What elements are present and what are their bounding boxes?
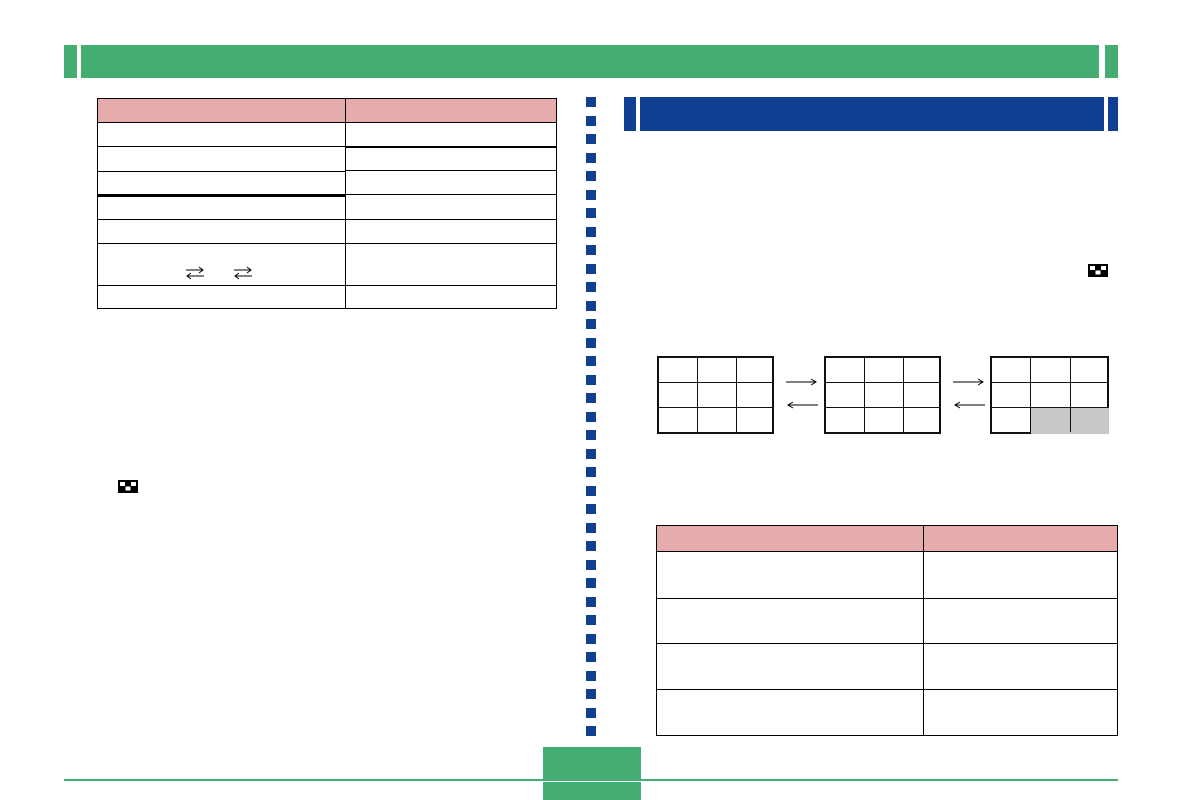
divider-dot <box>586 208 596 218</box>
left-table <box>97 98 557 309</box>
divider-dot <box>586 596 596 607</box>
divider-dot <box>586 578 596 588</box>
divider-dot <box>586 134 596 144</box>
left-table-row-divider <box>98 194 556 195</box>
divider-dot <box>586 633 596 644</box>
arrow-right-icon <box>786 378 817 386</box>
divider-dot <box>586 559 596 570</box>
divider-dot <box>586 541 596 551</box>
page-number-tab <box>543 747 641 800</box>
left-table-row-divider <box>98 195 345 197</box>
page-tab-upper <box>543 747 641 779</box>
right-table-header <box>657 526 1117 552</box>
swap-arrows-icon <box>186 266 204 280</box>
divider-dot <box>586 282 596 292</box>
divider-dot <box>586 337 596 348</box>
left-table-row-divider <box>98 219 556 220</box>
right-table-row-divider <box>657 643 1117 644</box>
header-bar-main <box>81 45 1099 78</box>
arrow-right-icon <box>953 378 984 386</box>
arrow-left-icon <box>954 401 985 409</box>
divider-dot <box>586 393 596 403</box>
header-bar-right-cap <box>1105 45 1118 78</box>
divider-dot <box>586 504 596 514</box>
grid-line <box>992 382 1107 383</box>
divider-dot <box>586 263 596 274</box>
left-table-header <box>98 99 556 123</box>
divider-dot <box>586 300 596 311</box>
left-table-row-divider <box>98 243 556 244</box>
left-table-row-divider <box>345 147 556 148</box>
divider-dot <box>586 152 596 163</box>
swap-arrows-icon <box>234 266 252 280</box>
grid-line <box>826 382 939 383</box>
right-table-row-divider <box>657 689 1117 690</box>
divider-dot <box>586 689 596 699</box>
grid-line <box>992 407 1107 408</box>
divider-dot <box>586 226 596 237</box>
grid-line <box>864 358 865 432</box>
divider-dot <box>586 189 596 200</box>
divider-dot <box>586 707 596 718</box>
divider-dot <box>586 411 596 422</box>
grid-line <box>659 407 772 408</box>
checkerboard-icon <box>1088 264 1108 277</box>
left-table-row-divider <box>98 171 345 172</box>
header-bar-left-cap <box>64 45 77 78</box>
grid-line <box>1030 358 1031 432</box>
divider-dot <box>586 97 596 107</box>
grid-line <box>1070 358 1071 432</box>
grid-line <box>736 358 737 432</box>
divider-dot <box>586 356 596 366</box>
grid-display-2 <box>824 356 941 434</box>
column-divider <box>586 97 598 737</box>
grid-line <box>697 358 698 432</box>
left-table-column-divider <box>345 99 346 308</box>
divider-dot <box>586 726 596 736</box>
divider-dot <box>586 374 596 385</box>
left-table-row-divider <box>98 285 556 286</box>
right-table <box>656 525 1118 736</box>
divider-dot <box>586 319 596 329</box>
divider-dot <box>586 615 596 625</box>
header-bar <box>64 45 1118 78</box>
left-table-row-divider <box>345 170 556 171</box>
grid-display-3 <box>990 356 1109 434</box>
divider-dot <box>586 467 596 477</box>
divider-dot <box>586 448 596 459</box>
grid-display-1 <box>657 356 774 434</box>
right-table-column-divider <box>923 526 924 735</box>
grid-line <box>826 407 939 408</box>
grid-line <box>903 358 904 432</box>
arrow-left-icon <box>787 401 818 409</box>
divider-dot <box>586 652 596 662</box>
section-bar-main <box>640 97 1104 131</box>
section-header-bar <box>624 97 1118 131</box>
footer-line <box>64 779 1118 781</box>
checkerboard-icon <box>118 480 138 493</box>
divider-dot <box>586 430 596 440</box>
section-bar-left-cap <box>624 97 636 131</box>
divider-dot <box>586 115 596 126</box>
grid-line <box>659 382 772 383</box>
divider-dot <box>586 245 596 255</box>
divider-dot <box>586 670 596 681</box>
divider-dot <box>586 171 596 181</box>
left-table-row-divider <box>98 146 556 147</box>
section-bar-right-cap <box>1108 97 1118 131</box>
page-tab-lower <box>543 782 641 800</box>
right-table-row-divider <box>657 598 1117 599</box>
divider-dot <box>586 485 596 496</box>
divider-dot <box>586 522 596 533</box>
